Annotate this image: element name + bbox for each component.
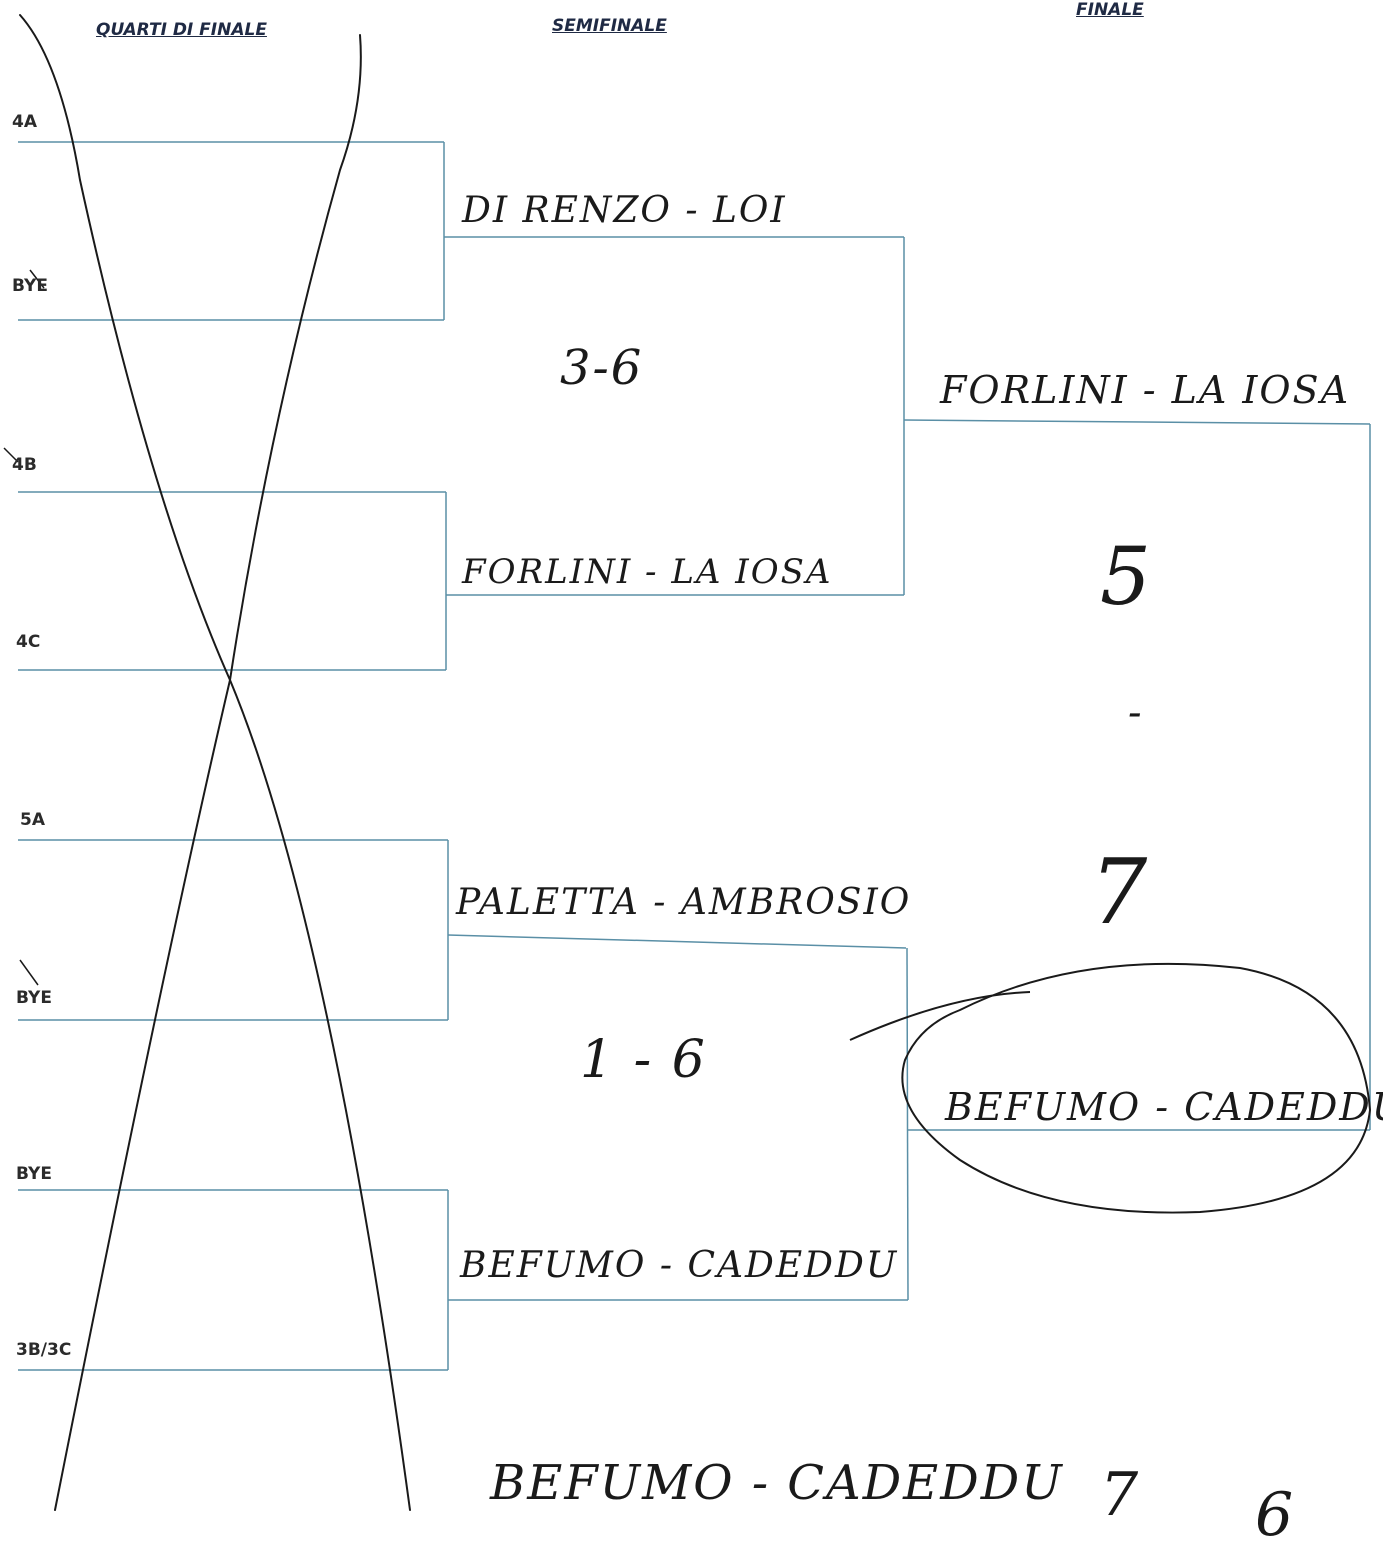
final-line [903,419,1371,425]
qf-slot-4: 4C [16,632,41,652]
sf-team-4: BEFUMO - CADEDDU [460,1245,899,1286]
winner-circle [849,962,1372,1214]
qf-slot-7: BYE [16,1164,52,1184]
final-score-bottom: 7 [1090,840,1150,945]
crossout-x [19,14,411,1511]
qf-slot-2: BYE [12,276,48,296]
x-stroke-left [19,14,411,1511]
sf-team-2: FORLINI - LA IOSA [462,552,833,592]
header-semifinals: SEMIFINALE [552,16,667,36]
qf-slot-3: 4B [12,455,37,475]
final-score-dash: - [1128,690,1144,736]
sf-score-2: 1 - 6 [580,1030,707,1090]
slot-strikes [3,269,45,986]
x-stroke-right [54,34,362,1511]
sf-line [447,934,907,949]
final-team-2: BEFUMO - CADEDDU [945,1085,1383,1129]
qf-slot-5: 5A [20,810,45,830]
qf-slot-6: BYE [16,988,52,1008]
final-team-1: FORLINI - LA IOSA [940,368,1351,412]
sf-score-1: 3-6 [560,340,644,396]
bracket-lines [18,141,1371,1371]
header-quarterfinals: QUARTI DI FINALE [96,20,267,40]
winner-note: BEFUMO - CADEDDU [490,1455,1064,1511]
qf-slot-8: 3B/3C [16,1340,72,1360]
winner-note-score: 7 [1100,1460,1141,1530]
circle-outline [901,962,1372,1214]
final-score-top: 5 [1100,530,1153,623]
circle-tail [849,991,1031,1041]
sf-team-1: DI RENZO - LOI [462,190,787,231]
winner-note-score2: 6 [1255,1480,1296,1550]
sf-connector [906,947,909,1301]
header-final: FINALE [1076,0,1144,20]
qf-slot-1: 4A [12,112,37,132]
sf-team-3: PALETTA - AMBROSIO [456,882,912,923]
